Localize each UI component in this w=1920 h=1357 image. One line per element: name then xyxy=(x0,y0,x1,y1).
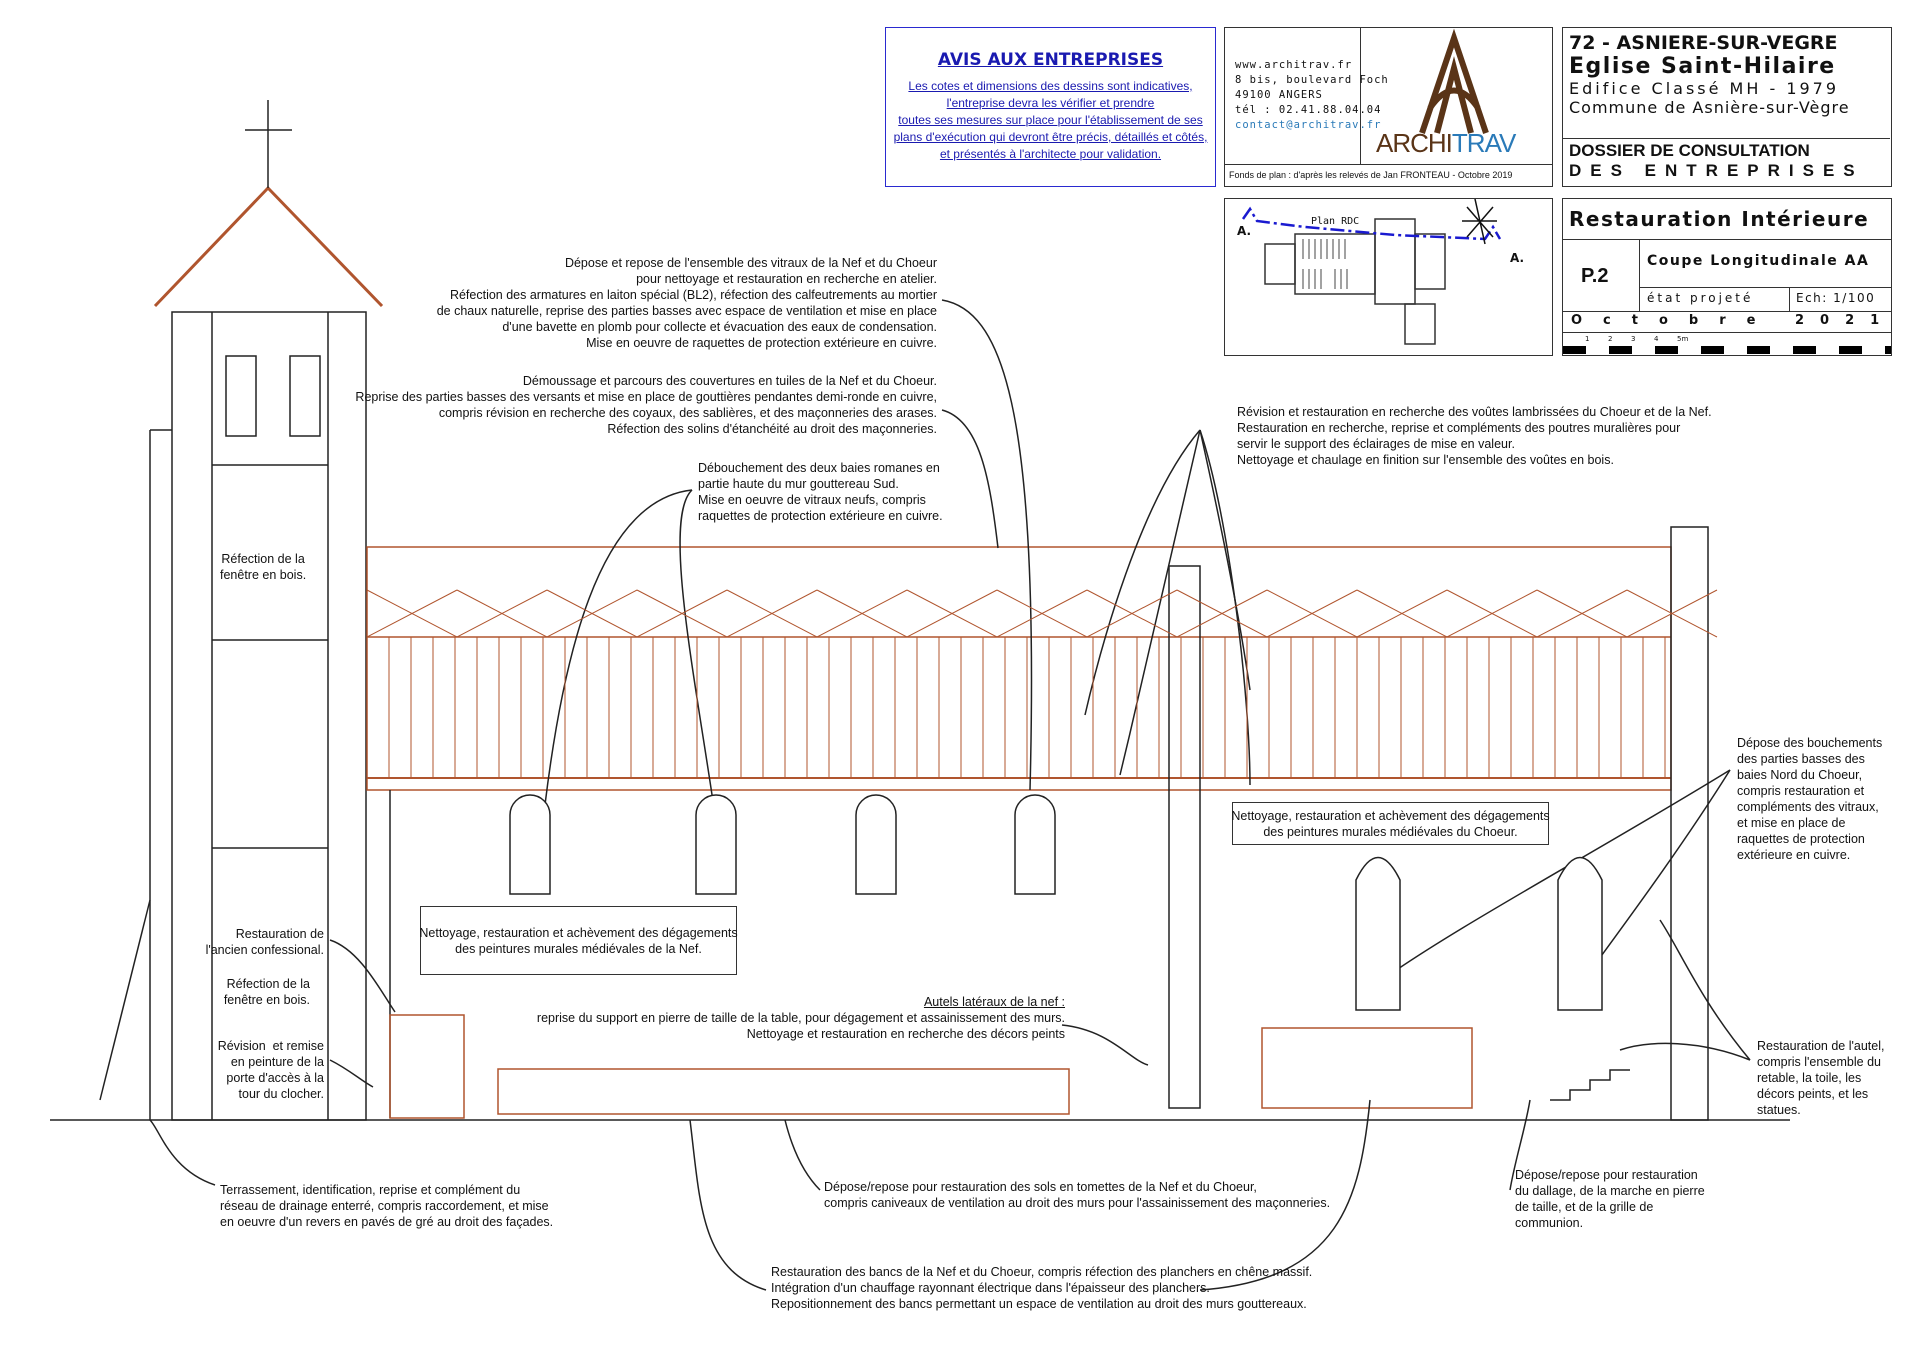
truss-brace xyxy=(636,589,728,638)
commune: Commune de Asnière-sur-Vègre xyxy=(1569,98,1850,117)
note-roof-coverings: Démoussage et parcours des couvertures e… xyxy=(355,374,937,436)
location: 72 - ASNIERE-SUR-VEGRE xyxy=(1569,32,1838,54)
nave-benches xyxy=(497,1068,1070,1115)
truss-brace xyxy=(996,589,1088,638)
section-line xyxy=(1241,206,1502,241)
nave-window xyxy=(855,794,897,895)
drawing-title: Coupe Longitudinale AA xyxy=(1647,253,1870,269)
note-lower-window: Réfection de la fenêtre en bois. xyxy=(223,977,310,1007)
title-block: 72 - ASNIERE-SUR-VEGRE Eglise Saint-Hila… xyxy=(1562,27,1892,187)
date-year: 2021 xyxy=(1795,313,1896,328)
logo-a-icon xyxy=(1419,28,1489,134)
architect-block: www.architrav.fr 8 bis, boulevard Foch 4… xyxy=(1224,27,1553,187)
site-plan-key: Plan RDC A. A. xyxy=(1224,198,1553,356)
project-title: Restauration Intérieure xyxy=(1569,207,1870,231)
architrav-logo: ARCHITRAV xyxy=(1362,28,1552,164)
dossier-line-2: DES ENTREPRISES xyxy=(1569,161,1864,180)
note-altar: Restauration de l'autel, compris l'ensem… xyxy=(1757,1039,1885,1117)
drawing-state: état projeté xyxy=(1647,291,1754,305)
note-tower-door: Révision et remise en peinture de la por… xyxy=(217,1039,324,1101)
note-choir-murals: Nettoyage, restauration et achèvement de… xyxy=(1231,802,1550,845)
sheet-info-block: Restauration Intérieure P.2 Coupe Longit… xyxy=(1562,198,1892,356)
choir-lancet-window xyxy=(1557,856,1603,1011)
altar-steps xyxy=(1550,1069,1630,1101)
notice-body: Les cotes et dimensions des dessins sont… xyxy=(893,79,1208,161)
compass-icon xyxy=(1462,199,1497,245)
architect-phone: tél : 02.41.88.04.04 xyxy=(1235,104,1382,116)
logo-text-trav: TRAV xyxy=(1451,128,1516,158)
architect-address-1: 8 bis, boulevard Foch xyxy=(1235,74,1389,86)
truss-brace xyxy=(726,589,818,638)
sheet-number: P.2 xyxy=(1581,265,1609,287)
note-choir-bays: Dépose des bouchements des parties basse… xyxy=(1737,736,1883,862)
section-mark-right: A. xyxy=(1510,251,1525,265)
scale-tick: 2 xyxy=(1608,335,1613,343)
truss-brace xyxy=(1626,589,1718,638)
architect-address-2: 49100 ANGERS xyxy=(1235,89,1323,101)
windows xyxy=(509,794,1603,1011)
note-drainage: Terrassement, identification, reprise et… xyxy=(220,1183,554,1229)
truss-brace xyxy=(366,589,458,638)
chancel-pier xyxy=(1168,565,1201,1109)
truss-brace xyxy=(546,589,638,638)
classification: Edifice Classé MH - 1979 xyxy=(1569,79,1840,98)
drawing-scale: Ech: 1/100 xyxy=(1789,287,1875,311)
note-side-altars: reprise du support en pierre de taille d… xyxy=(536,1011,1065,1041)
choir-lancet-window xyxy=(1355,856,1401,1011)
note-stained-glass: Dépose et repose de l'ensemble des vitra… xyxy=(436,256,937,350)
building-name: Eglise Saint-Hilaire xyxy=(1569,54,1836,79)
plan-title: Plan RDC xyxy=(1311,216,1360,227)
truss-brace xyxy=(1266,589,1358,638)
truss-brace xyxy=(456,589,548,638)
plan-source: Fonds de plan : d'après les relevés de J… xyxy=(1225,164,1552,186)
tower-roof xyxy=(153,185,384,308)
confessional xyxy=(389,1014,465,1119)
note-pews: Restauration des bancs de la Nef et du C… xyxy=(771,1265,1313,1311)
nave-window xyxy=(695,794,737,895)
section-mark-left: A. xyxy=(1237,224,1252,238)
note-upper-window: Réfection de la fenêtre en bois. xyxy=(220,552,307,582)
nave-window xyxy=(509,794,551,895)
truss-brace xyxy=(906,589,998,638)
scale-tick: 1 xyxy=(1585,335,1590,343)
note-paving: Dépose/repose pour restauration du dalla… xyxy=(1515,1168,1705,1230)
bell-tower xyxy=(171,311,367,1121)
truss-brace xyxy=(1536,589,1628,638)
choir-stalls xyxy=(1261,1027,1473,1109)
scale-tick: 3 xyxy=(1631,335,1636,343)
architect-email[interactable]: contact@architrav.fr xyxy=(1235,119,1382,131)
truss-brace xyxy=(816,589,908,638)
truss-brace xyxy=(1086,589,1178,638)
truss-brace xyxy=(1176,589,1268,638)
truss-brace xyxy=(1356,589,1448,638)
scale-tick: 4 xyxy=(1654,335,1659,343)
date-month: Octobre xyxy=(1571,313,1777,328)
nave-window xyxy=(1014,794,1056,895)
note-vaults: Révision et restauration en recherche de… xyxy=(1237,405,1712,467)
graphic-scale-bar: 1 2 3 4 5m xyxy=(1563,335,1891,355)
note-confessional: Restauration de l'ancien confessional. xyxy=(205,927,324,957)
scale-tick: 5m xyxy=(1677,335,1689,343)
roof-rafters xyxy=(366,589,1718,778)
note-romanesque-bays: Débouchement des deux baies romanes en p… xyxy=(698,461,943,523)
note-side-altars-title: Autels latéraux de la nef : xyxy=(923,995,1065,1009)
east-wall xyxy=(1670,526,1709,1121)
notice-title: AVIS AUX ENTREPRISES xyxy=(937,50,1164,70)
floor-plan-drawing xyxy=(1241,199,1502,345)
truss-brace xyxy=(1446,589,1538,638)
nave-roof-truss xyxy=(366,546,1672,791)
dossier-line-1: DOSSIER DE CONSULTATION xyxy=(1569,141,1810,160)
architect-website[interactable]: www.architrav.fr xyxy=(1235,59,1353,71)
note-floor-tiles: Dépose/repose pour restauration des sols… xyxy=(824,1180,1331,1210)
notice-to-contractors: AVIS AUX ENTREPRISES Les cotes et dimens… xyxy=(885,27,1216,187)
note-nave-murals: Nettoyage, restauration et achèvement de… xyxy=(419,906,738,975)
logo-text-archi: ARCHI xyxy=(1376,128,1453,158)
